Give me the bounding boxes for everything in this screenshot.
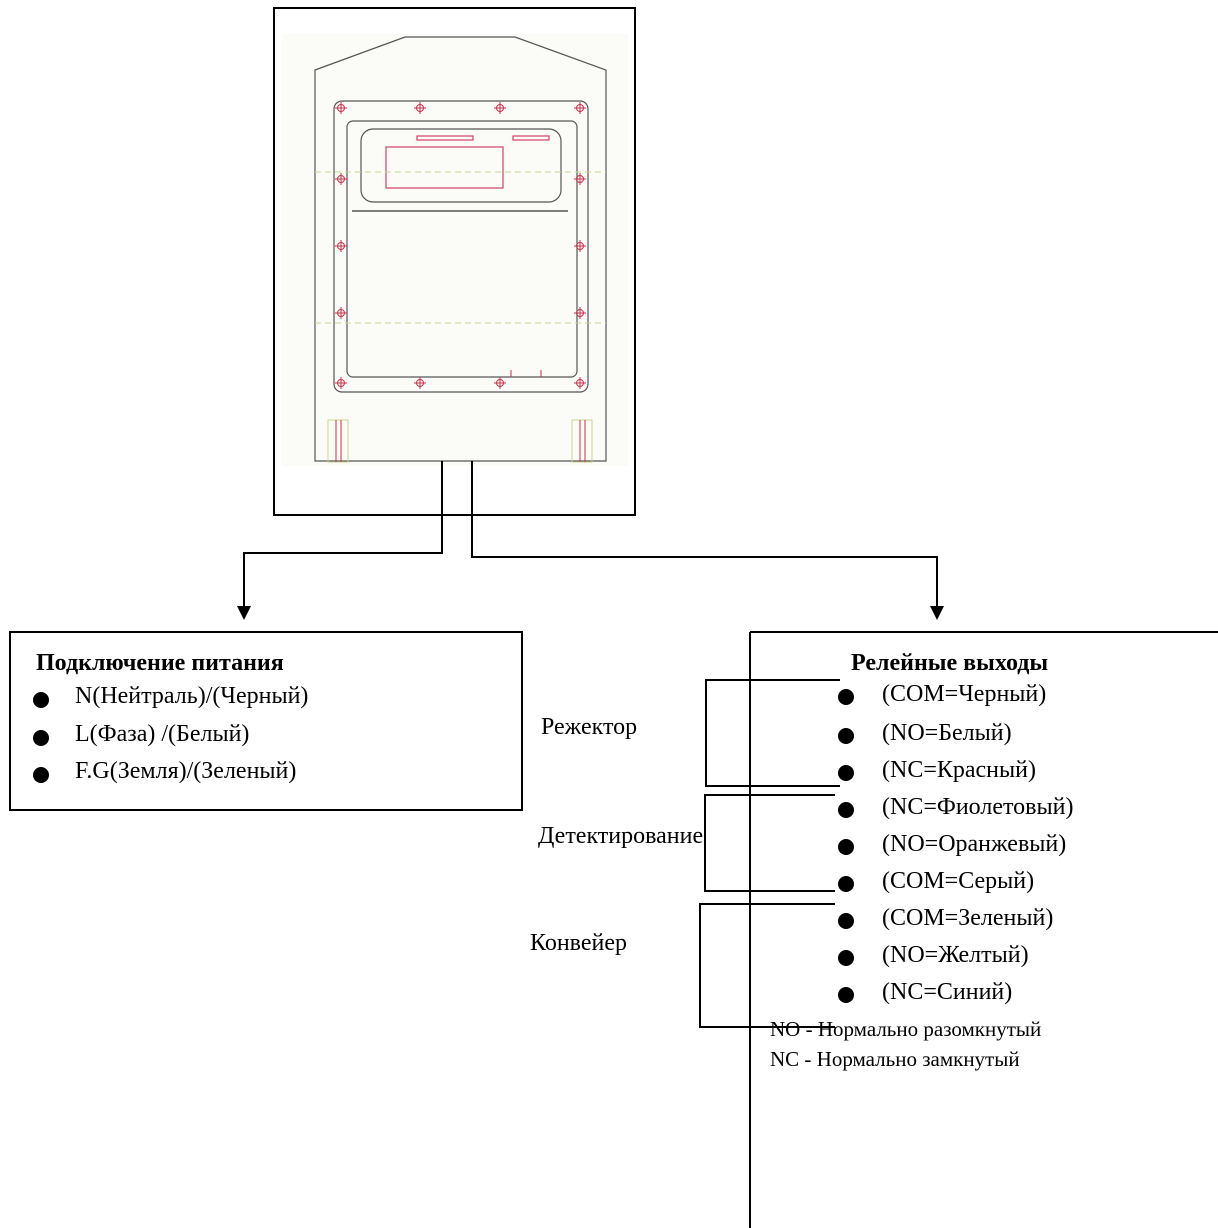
bullet-icon xyxy=(838,765,854,781)
note-no: NO - Нормально разомкнутый xyxy=(770,1017,1042,1041)
bullet-icon xyxy=(33,767,49,783)
power-item: F.G(Земля)/(Зеленый) xyxy=(75,758,297,784)
screw-holes xyxy=(335,102,586,389)
power-box-title: Подключение питания xyxy=(36,650,284,676)
bullet-icon xyxy=(838,802,854,818)
group-label-conveyor: Конвейер xyxy=(530,930,627,956)
relay-item: (NO=Белый) xyxy=(882,720,1012,746)
relay-item: (COM=Зеленый) xyxy=(882,905,1054,931)
bullet-icon xyxy=(33,692,49,708)
device-feet xyxy=(327,419,593,463)
bullet-icon xyxy=(838,876,854,892)
power-item: N(Нейтраль)/(Черный) xyxy=(75,683,309,709)
bracket-conveyor xyxy=(699,903,835,1028)
relay-item: (COM=Серый) xyxy=(882,868,1035,894)
relay-item: (NC=Красный) xyxy=(882,757,1036,783)
relay-item: (NC=Синий) xyxy=(882,979,1013,1005)
group-brackets xyxy=(699,679,840,1028)
relay-box-title: Релейные выходы xyxy=(851,650,1049,676)
guide-lines xyxy=(315,171,606,324)
bracket-detection xyxy=(704,794,835,892)
relay-item: (COM=Черный) xyxy=(882,681,1047,707)
bullet-icon xyxy=(838,950,854,966)
bullet-icon xyxy=(838,839,854,855)
note-nc: NC - Нормально замкнутый xyxy=(770,1047,1020,1071)
bullet-icon xyxy=(838,728,854,744)
bullet-icon xyxy=(838,913,854,929)
relay-item: (NO=Оранжевый) xyxy=(882,831,1067,857)
group-label-rejector: Режектор xyxy=(541,714,638,740)
bullet-icon xyxy=(33,730,49,746)
relay-box xyxy=(749,631,1218,1228)
device-outline xyxy=(314,36,607,462)
device-drawing-area xyxy=(282,34,628,466)
display-window xyxy=(385,135,550,189)
power-box xyxy=(9,631,523,811)
power-item: L(Фаза) /(Белый) xyxy=(75,721,250,747)
bullet-icon xyxy=(838,689,854,705)
bullet-icon xyxy=(838,987,854,1003)
bracket-rejector xyxy=(705,679,840,787)
relay-cable xyxy=(471,461,944,620)
relay-item: (NO=Желтый) xyxy=(882,942,1029,968)
power-cable xyxy=(237,461,443,620)
group-label-detection: Детектирование xyxy=(538,823,704,849)
relay-item: (NC=Фиолетовый) xyxy=(882,794,1074,820)
